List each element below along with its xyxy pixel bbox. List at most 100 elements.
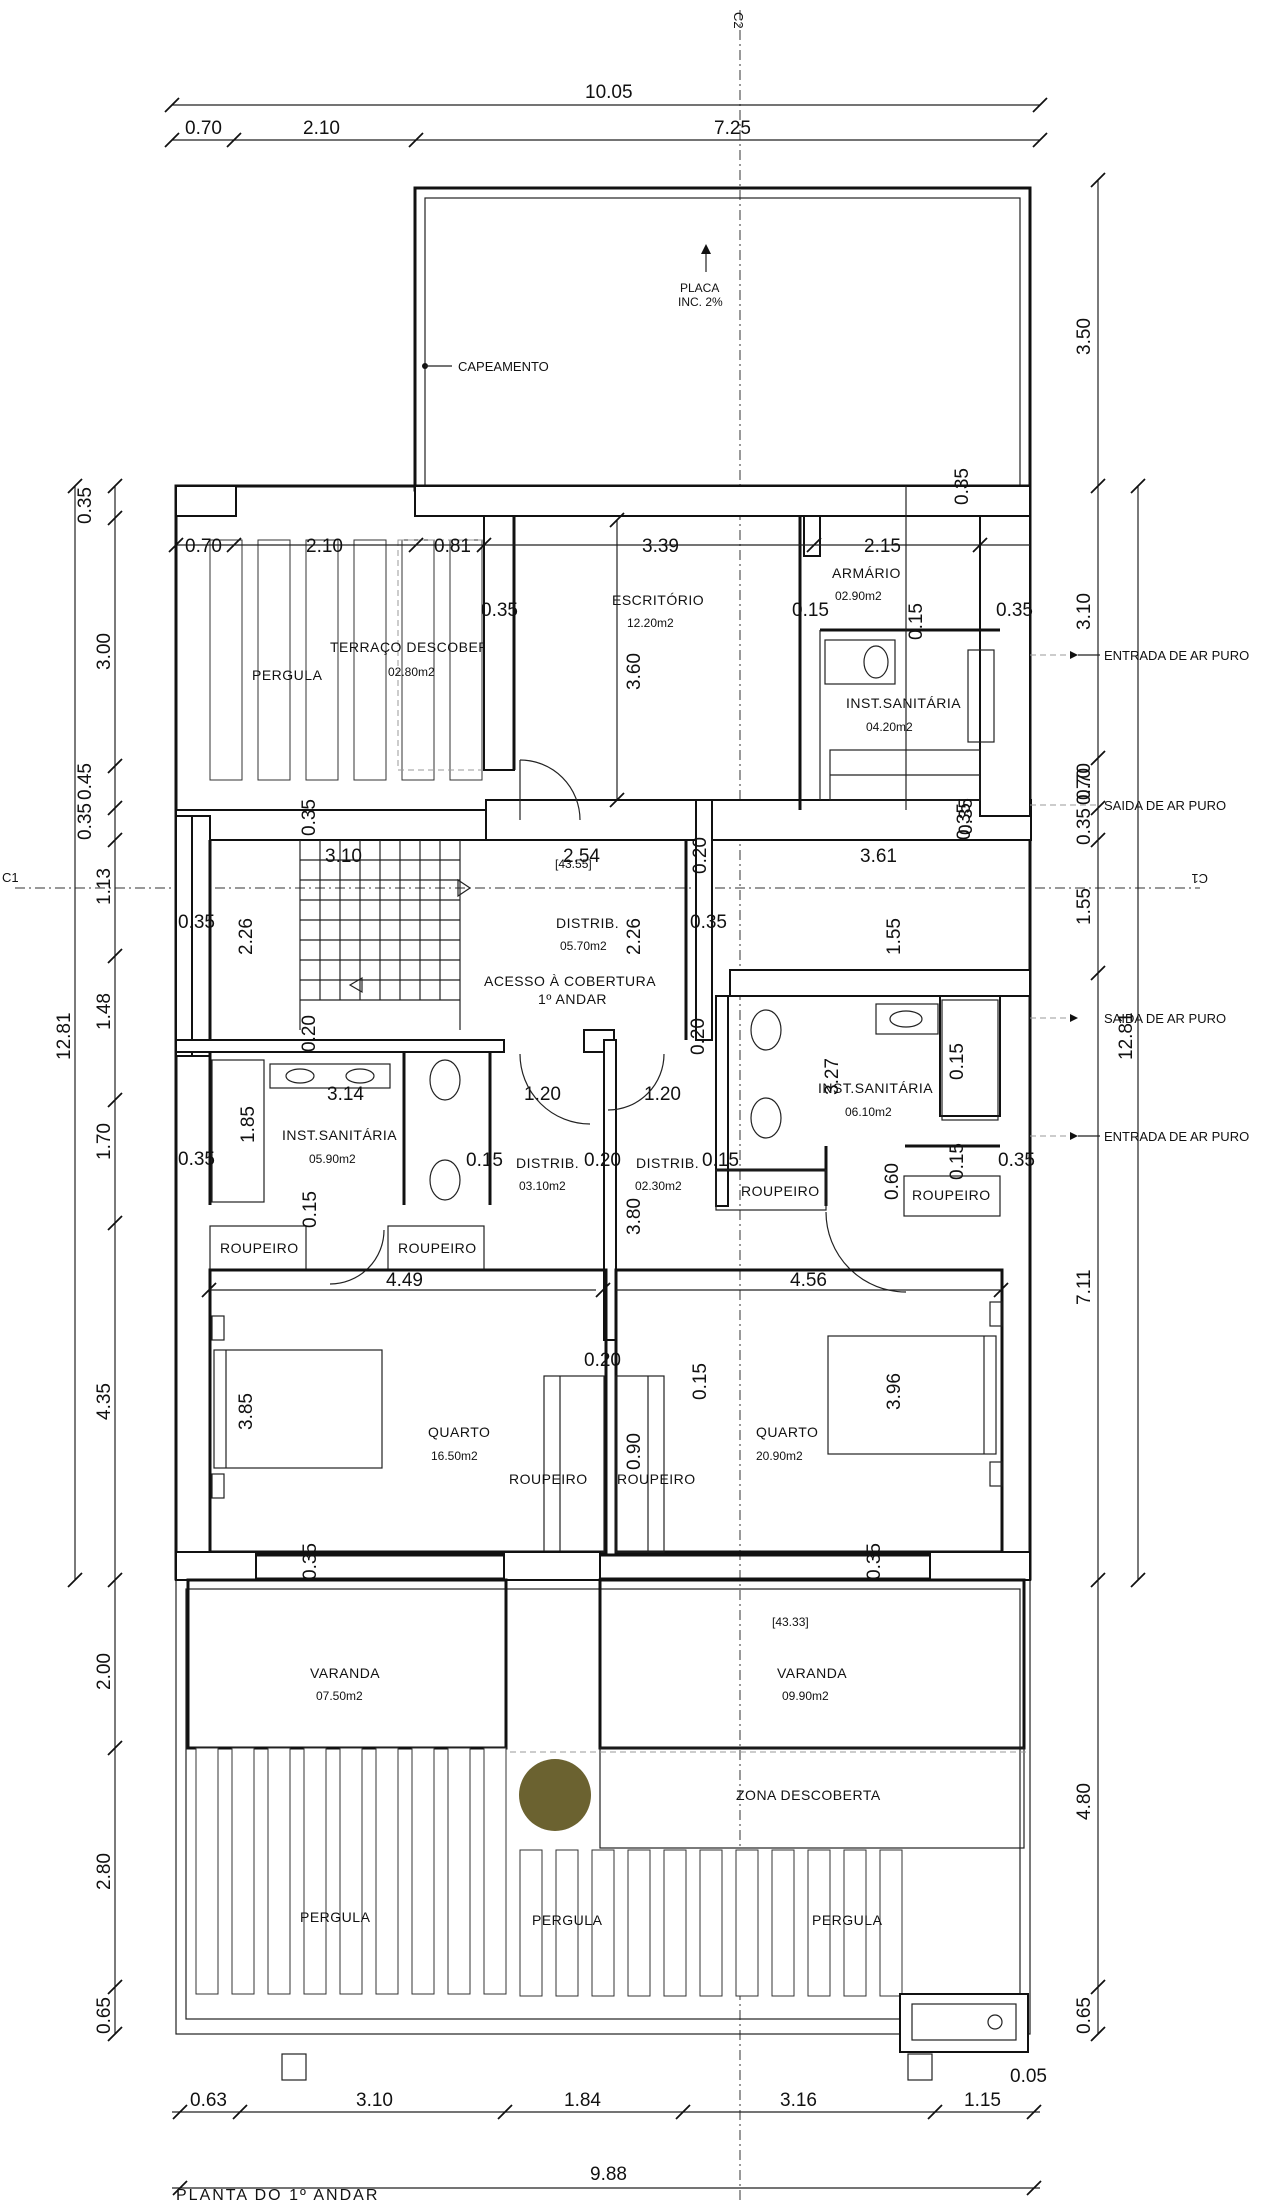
dim-inner-327: 3.27 xyxy=(822,1058,843,1095)
dim-inner-015c: 0.15 xyxy=(702,1150,739,1171)
dim-bottom-e: 1.15 xyxy=(964,2090,1001,2111)
dim-inner-015a: 0.15 xyxy=(792,600,829,621)
room-roupeiro-3: ROUPEIRO xyxy=(741,1183,820,1199)
dim-inner-015f: 0.15 xyxy=(906,603,927,640)
dim-right-a: 3.50 xyxy=(1074,318,1095,355)
dim-inner-449: 4.49 xyxy=(386,1270,423,1291)
dim-inner-035l: 0.35 xyxy=(954,803,975,840)
pergola-slat xyxy=(807,1849,831,1997)
room-distrib-right-area: 02.30m2 xyxy=(635,1179,682,1193)
dim-bottom-a: 0.63 xyxy=(190,2090,227,2111)
dim-bottom-b: 3.10 xyxy=(356,2090,393,2111)
pergola-slat xyxy=(843,1849,867,1997)
dim-left-g: 1.70 xyxy=(94,1123,115,1160)
room-zona: ZONA DESCOBERTA xyxy=(736,1787,881,1803)
dim-inner-035i: 0.35 xyxy=(998,1150,1035,1171)
dim-inner-254: 2.54 xyxy=(563,846,600,867)
dim-right-b: 3.10 xyxy=(1074,593,1095,630)
note-acesso-2: 1º ANDAR xyxy=(538,991,607,1007)
dim-right-g: 4.80 xyxy=(1074,1783,1095,1820)
room-terraco: TERRAÇO DESCOBERTO xyxy=(330,639,509,655)
room-distrib-left-area: 03.10m2 xyxy=(519,1179,566,1193)
room-roupeiro-5: ROUPEIRO xyxy=(509,1471,588,1487)
dim-inner-314: 3.14 xyxy=(327,1084,364,1105)
bottom-dimensions: 0.63 3.10 1.84 3.16 1.15 0.05 9.88 xyxy=(172,2066,1047,2196)
dim-left-i: 2.00 xyxy=(94,1653,115,1690)
dim-inner-210: 2.10 xyxy=(306,536,343,557)
dim-inner-035c: 0.35 xyxy=(952,468,973,505)
dim-inner-360: 3.60 xyxy=(624,653,645,690)
dim-left-d: 0.45 xyxy=(75,763,96,800)
pergola-slat xyxy=(231,1747,255,1995)
note-entrada-2: ENTRADA DE AR PURO xyxy=(1104,1129,1249,1144)
room-pergula-2: PERGULA xyxy=(532,1912,603,1928)
pergola-slat xyxy=(195,1747,219,1995)
dim-inner-015b: 0.15 xyxy=(466,1150,503,1171)
room-armario: ARMÁRIO xyxy=(832,565,901,581)
room-varanda-left: VARANDA xyxy=(310,1665,380,1681)
pergola-slat xyxy=(519,1849,543,1997)
room-inst-sanit-left: INST.SANITÁRIA xyxy=(282,1127,397,1143)
dim-left-f: 1.48 xyxy=(94,993,115,1030)
varanda-right xyxy=(598,1578,1026,1750)
room-distrib-main-area: 05.70m2 xyxy=(560,939,607,953)
dim-bottom-total: 9.88 xyxy=(590,2164,627,2185)
dim-inner-035j: 0.35 xyxy=(300,1543,321,1580)
dim-left-j: 2.80 xyxy=(94,1853,115,1890)
zona-descoberta xyxy=(599,1747,1025,1849)
note-acesso-1: ACESSO À COBERTURA xyxy=(484,973,656,989)
room-roupeiro-6: ROUPEIRO xyxy=(617,1471,696,1487)
pergola-slat xyxy=(699,1849,723,1997)
dim-top-c: 7.25 xyxy=(714,118,751,139)
dim-inner-226b: 2.26 xyxy=(624,918,645,955)
dim-bottom-f: 0.05 xyxy=(1010,2066,1047,2087)
dim-inner-035d: 0.35 xyxy=(299,799,320,836)
dim-inner-035f: 0.35 xyxy=(690,912,727,933)
note-saida-1: SAIDA DE AR PURO xyxy=(1104,798,1226,813)
dim-inner-070b: 0.70 xyxy=(1074,768,1095,805)
dim-bottom-d: 3.16 xyxy=(780,2090,817,2111)
room-varanda-right-area: 09.90m2 xyxy=(782,1689,829,1703)
dim-top-b: 2.10 xyxy=(303,118,340,139)
dim-inner-380: 3.80 xyxy=(624,1198,645,1235)
dim-inner-155: 1.55 xyxy=(884,918,905,955)
room-pergula-3: PERGULA xyxy=(812,1912,883,1928)
stairs xyxy=(299,840,472,1030)
pergola-top xyxy=(209,539,507,781)
bed-right xyxy=(827,1335,997,1455)
dim-top-a: 0.70 xyxy=(185,118,222,139)
room-varanda-left-area: 07.50m2 xyxy=(316,1689,363,1703)
level-upper: [43.55] xyxy=(555,857,592,871)
left-dimensions: 0.35 3.00 0.35 0.45 1.13 1.48 1.70 4.35 … xyxy=(54,478,123,2042)
dim-left-total: 12.81 xyxy=(54,1012,75,1060)
dim-inner-015d: 0.15 xyxy=(947,1143,968,1180)
dim-right-h: 0.65 xyxy=(1074,1997,1095,2034)
dim-inner-035k: 0.35 xyxy=(864,1543,885,1580)
bed-left xyxy=(213,1349,383,1469)
section-mark-c2: C2 xyxy=(731,12,746,29)
note-capeamento: CAPEAMENTO xyxy=(458,359,549,374)
section-mark-c1-left: C1 xyxy=(2,870,19,885)
dim-inner-310: 3.10 xyxy=(325,846,362,867)
level-lower: [43.33] xyxy=(772,1615,809,1629)
roof-slab xyxy=(413,186,1032,492)
room-varanda-right: VARANDA xyxy=(777,1665,847,1681)
dim-left-e: 1.13 xyxy=(94,868,115,905)
room-terraco-area: 02.80m2 xyxy=(388,665,435,679)
dim-right-d: 0.35 xyxy=(1074,808,1095,845)
dim-inner-456: 4.56 xyxy=(790,1270,827,1291)
room-roupeiro-1: ROUPEIRO xyxy=(220,1240,299,1256)
dim-top-total: 10.05 xyxy=(585,82,633,103)
pergola-slat xyxy=(663,1849,687,1997)
pergola-slat xyxy=(267,1747,291,1995)
room-pergula-top: PERGULA xyxy=(252,667,323,683)
dim-inner-020a: 0.20 xyxy=(690,837,711,874)
dim-inner-020d: 0.20 xyxy=(584,1150,621,1171)
air-notes: ENTRADA DE AR PURO SAIDA DE AR PURO SAID… xyxy=(1030,648,1249,1144)
dim-inner-396: 3.96 xyxy=(884,1373,905,1410)
pergola-slat xyxy=(483,1747,507,1995)
dim-left-b: 3.00 xyxy=(94,633,115,670)
dim-inner-015e: 0.15 xyxy=(300,1191,321,1228)
note-placa-inc: INC. 2% xyxy=(678,295,723,309)
